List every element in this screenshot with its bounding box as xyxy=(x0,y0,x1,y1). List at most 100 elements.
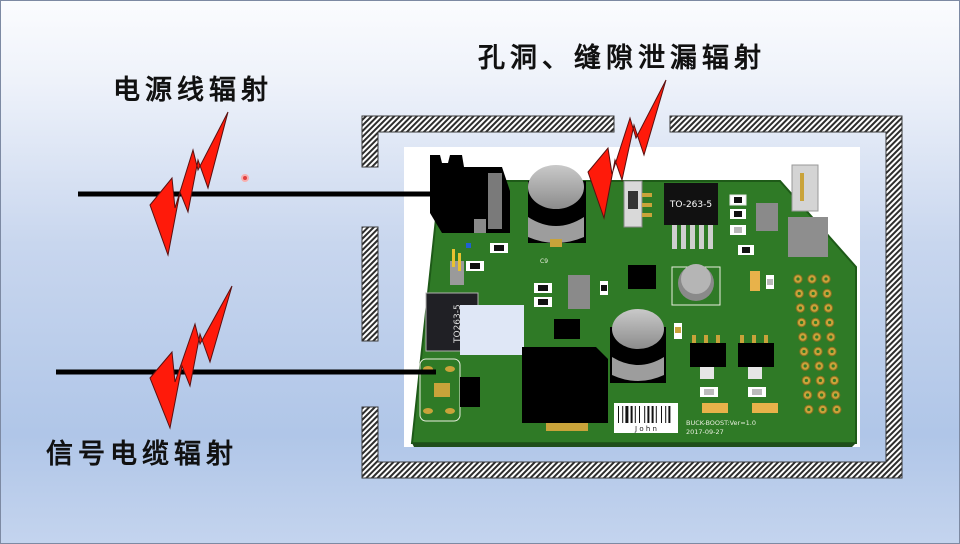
barcode-bar xyxy=(655,406,657,423)
pcb-photo: C9 TO-263-5 xyxy=(404,147,860,447)
lightning-signal-cable-icon xyxy=(149,285,233,430)
capacitor-c8 xyxy=(702,403,728,413)
header-pin-hole xyxy=(821,407,825,412)
capacitor-c9-tantalum xyxy=(752,403,778,413)
header-pin-hole xyxy=(817,364,821,368)
shield-wall-top-right xyxy=(361,115,903,479)
shield-enclosure xyxy=(361,115,903,479)
resistor-r3 xyxy=(756,203,778,231)
header-pin-hole xyxy=(829,335,833,339)
diode-d1 xyxy=(628,265,656,289)
capacitor-c3 xyxy=(766,275,774,289)
capacitor-c2 xyxy=(750,271,760,291)
header-pin-hole xyxy=(796,277,800,281)
header-pin-hole xyxy=(814,320,818,325)
resistor-r2 xyxy=(729,194,747,206)
header-pin-hole xyxy=(812,306,816,310)
header-pin-hole xyxy=(803,364,807,368)
barcode-bar xyxy=(639,406,640,423)
capacitor-c1 xyxy=(730,225,746,235)
barcode-bar xyxy=(665,406,667,423)
header-pin-hole xyxy=(834,393,838,397)
barcode-bar xyxy=(651,406,654,423)
shield-wall-left-middle xyxy=(361,226,379,342)
header-pin-hole xyxy=(825,291,829,296)
barcode-label: J o h n xyxy=(614,403,678,433)
board-version-text: BUCK-BOOST:Ver=1.0 xyxy=(686,419,756,427)
lightning-aperture-icon xyxy=(587,79,667,220)
inductor-l1 xyxy=(671,264,721,306)
barcode-text: J o h n xyxy=(634,425,657,433)
pcb-board-illustration: C9 TO-263-5 xyxy=(410,155,857,447)
header-pin-hole xyxy=(800,320,804,325)
header-pin-hole xyxy=(801,335,805,339)
header-pin-hole xyxy=(807,407,811,412)
header-pin-hole xyxy=(810,277,814,281)
resistor-r10 xyxy=(600,281,608,295)
resistor-r1 xyxy=(730,209,746,219)
pcb-board-edge xyxy=(412,443,856,447)
header-pin-hole xyxy=(824,277,828,281)
aperture-leakage-radiation-label: 孔洞、缝隙泄漏辐射 xyxy=(478,43,766,74)
board-date-text: 2017-09-27 xyxy=(686,428,724,436)
inductor-l2 xyxy=(522,347,608,431)
regulator-u2: TO263-5 xyxy=(425,292,524,355)
header-pin-hole xyxy=(815,335,819,339)
resistor-r8 xyxy=(490,243,508,253)
header-p1 xyxy=(450,243,471,285)
barcode-bar xyxy=(622,406,624,423)
lightning-power-line-icon xyxy=(149,111,229,257)
chip-label-to263-left: TO263-5 xyxy=(453,304,463,344)
barcode-bar xyxy=(647,406,650,423)
header-pin-hole xyxy=(797,291,801,296)
capacitor-c11 xyxy=(748,387,766,397)
header-pin-hole xyxy=(804,378,808,383)
header-pin-hole xyxy=(820,393,824,397)
header-pin-hole xyxy=(830,349,834,354)
header-pin-hole xyxy=(818,378,822,383)
barcode-bar xyxy=(644,406,646,423)
power-line-radiation-label: 电源线辐射 xyxy=(113,75,273,106)
shield-wall-top-left xyxy=(361,115,615,168)
barcode-bar xyxy=(625,406,629,423)
power-jack-j1 xyxy=(430,155,510,233)
header-pin-hole xyxy=(798,306,802,310)
barcode-bar xyxy=(618,406,619,423)
switch-s1 xyxy=(623,180,652,228)
resistor-r6 xyxy=(534,283,552,293)
silk-c9: C9 xyxy=(540,258,548,265)
resistor-r5 xyxy=(534,297,552,307)
signal-cable-radiation-label: 信号电缆辐射 xyxy=(46,439,238,470)
chip-label-to263: TO-263-5 xyxy=(669,200,712,210)
header-pin-hole xyxy=(816,349,820,354)
header-pin-hole xyxy=(831,364,835,368)
resistor-r4 xyxy=(466,261,484,271)
capacitor-c10 xyxy=(700,387,718,397)
connector-p3 xyxy=(788,164,828,257)
header-pin-hole xyxy=(811,291,815,296)
capacitor-c5 xyxy=(674,323,682,339)
pointer-dot xyxy=(241,174,249,182)
diode-d2 xyxy=(554,319,580,339)
resistor-r9 xyxy=(738,245,754,255)
header-pin-hole xyxy=(832,378,836,383)
regulator-u1: TO-263-5 xyxy=(664,183,718,249)
header-pin-hole xyxy=(806,393,810,397)
regulator-u4 xyxy=(690,335,726,379)
white-label-patch xyxy=(460,305,524,355)
capacitor-c4 xyxy=(610,309,666,383)
capacitor-c9: C9 xyxy=(528,165,586,265)
diode-d4 xyxy=(460,377,480,407)
resistor-r7 xyxy=(568,275,590,309)
regulator-u5 xyxy=(738,335,774,379)
header-pin-hole xyxy=(835,407,839,412)
barcode-bar xyxy=(668,406,671,423)
header-pin-hole xyxy=(826,306,830,310)
header-pin-hole xyxy=(828,320,832,325)
barcode-bar xyxy=(630,406,633,423)
header-p2 xyxy=(793,274,842,415)
header-pin-hole xyxy=(802,349,806,354)
barcode-bar xyxy=(634,406,636,423)
barcode-bar xyxy=(661,406,662,423)
